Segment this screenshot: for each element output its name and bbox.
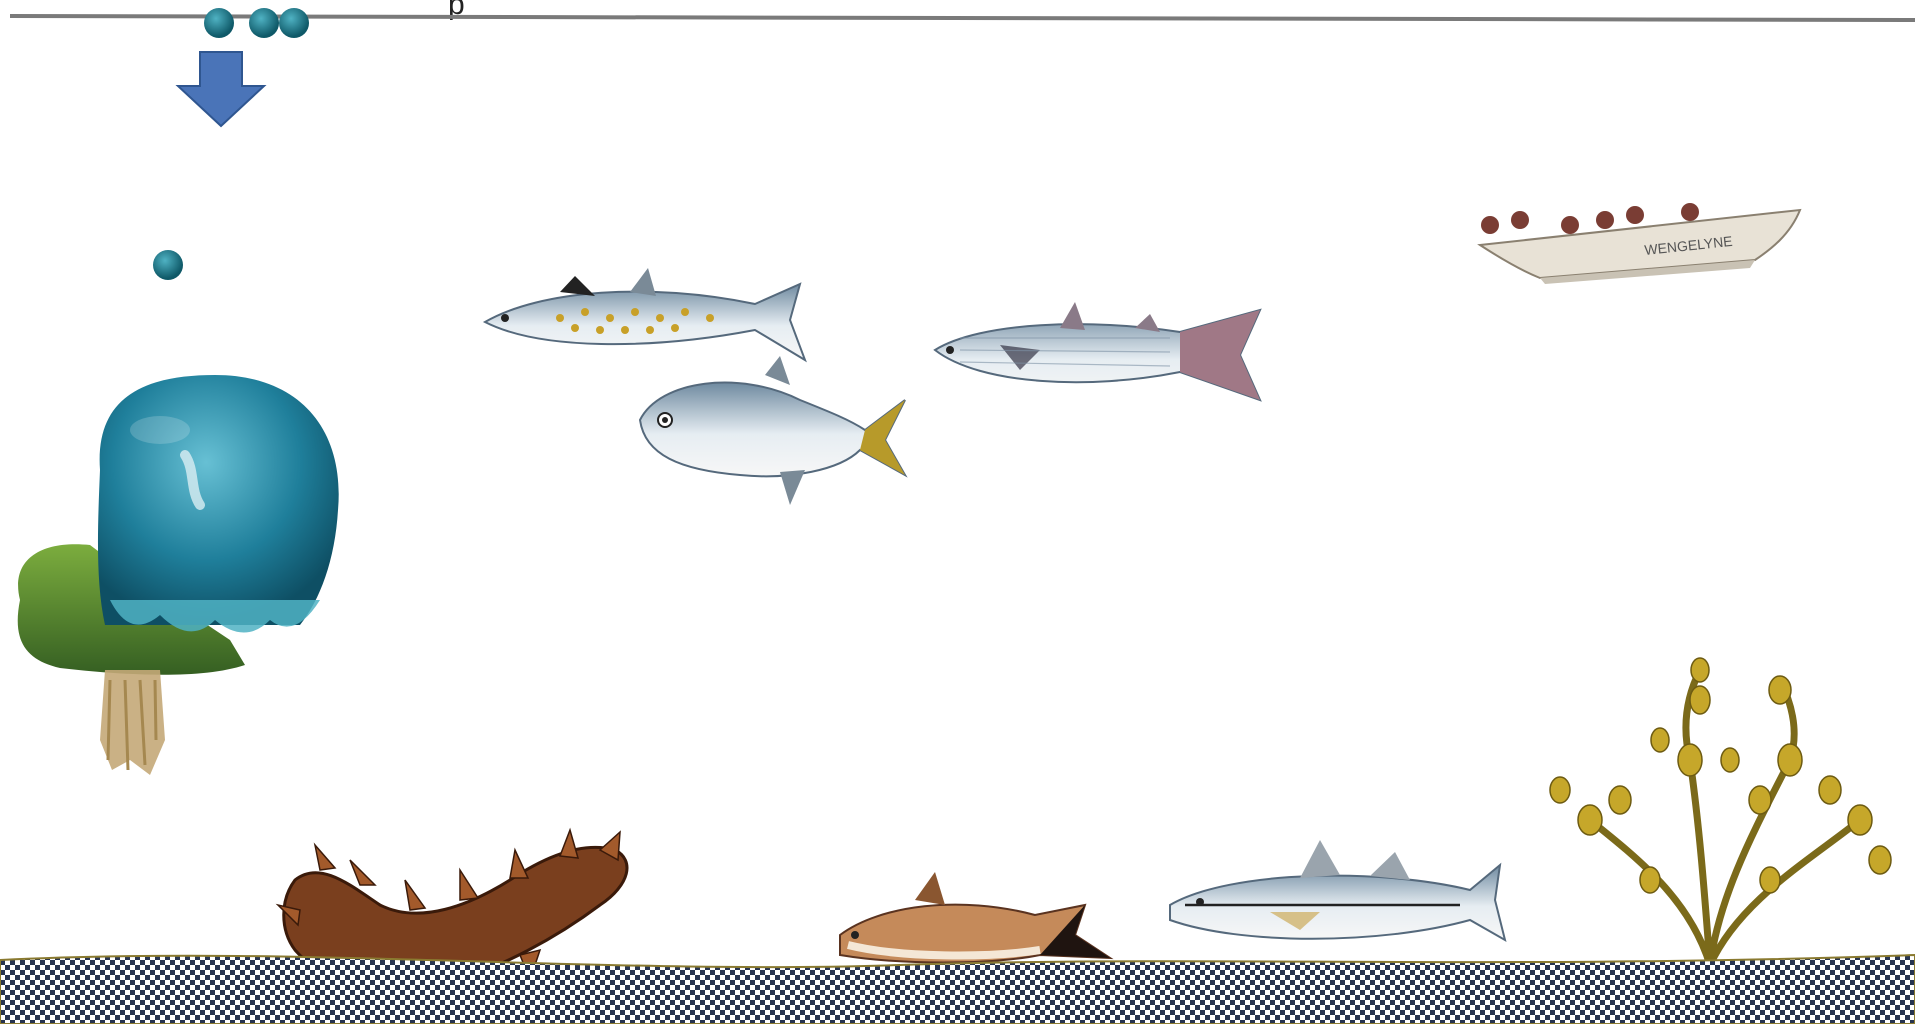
seaweed-icon	[1550, 658, 1891, 965]
snook-icon	[1170, 840, 1505, 940]
catfish-icon	[840, 872, 1110, 963]
drop-icon	[204, 8, 234, 38]
particle-drops-surface	[204, 8, 309, 38]
drop-icon	[249, 8, 279, 38]
down-arrow-icon	[178, 52, 264, 126]
drop-icon	[279, 8, 309, 38]
pompano-icon	[640, 356, 905, 505]
jellyfish-icon	[98, 375, 339, 633]
mullet-icon	[935, 302, 1260, 400]
drop-icon	[153, 250, 183, 280]
boat-icon: WENGELYNE	[1480, 203, 1800, 284]
seabed-sediment	[0, 955, 1915, 1024]
mackerel-icon	[485, 268, 805, 360]
